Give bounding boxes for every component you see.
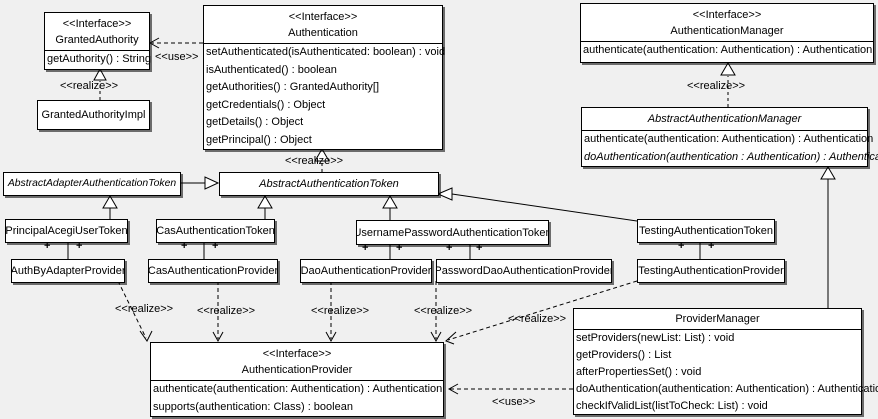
open-arrowhead-icon: [430, 331, 442, 343]
class-name: CasAuthenticationToken: [157, 225, 274, 237]
edge-label-realize: <<realize>>: [285, 155, 344, 167]
stereotype-label: <<Interface>>: [62, 18, 132, 30]
multiplicity-plus: +: [446, 242, 453, 254]
class-name: AbstractAdapterAuthenticationToken: [7, 178, 177, 189]
method: afterPropertiesSet() : void: [576, 366, 702, 378]
class-name: PrincipalAcegiUserToken: [6, 225, 127, 237]
edge-label-realize: <<realize>>: [508, 313, 567, 325]
class-password-dao-authentication-provider[interactable]: PasswordDaoAuthenticationProvider: [436, 259, 612, 283]
multiplicity-plus: +: [678, 240, 685, 252]
class-testing-authentication-provider[interactable]: TestingAuthenticationProvider: [637, 259, 785, 283]
open-arrowhead-icon: [212, 331, 224, 343]
class-name: TestingAuthenticationProvider: [638, 265, 784, 277]
class-name: GrantedAuthorityImpl: [41, 109, 146, 121]
method: getCredentials() : Object: [206, 98, 326, 111]
realize-edge-testingprovider: [447, 280, 638, 341]
stereotype-label: <<Interface>>: [692, 9, 762, 21]
class-name: GrantedAuthority: [55, 34, 139, 46]
edge-label-realize: <<realize>>: [414, 305, 473, 317]
method: getAuthority() : String: [47, 53, 151, 65]
class-name: ProviderManager: [675, 313, 760, 325]
class-principal-acegi-user-token[interactable]: PrincipalAcegiUserToken: [5, 219, 128, 243]
class-name: Authentication: [288, 27, 358, 39]
open-arrowhead-icon: [325, 331, 337, 343]
method: checkIfValidList(listToCheck: List) : vo…: [576, 400, 768, 412]
class-abstract-authentication-token[interactable]: AbstractAuthenticationToken: [219, 172, 439, 196]
hollow-triangle-icon: [436, 187, 453, 201]
open-arrowhead-icon: [445, 331, 457, 345]
class-abstract-adapter-authentication-token[interactable]: AbstractAdapterAuthenticationToken: [3, 172, 181, 196]
method: getAuthorities() : GrantedAuthority[]: [206, 81, 380, 93]
class-name: AuthByAdapterProvider: [12, 265, 124, 277]
class-abstract-authentication-manager[interactable]: AbstractAuthenticationManager authentica…: [581, 107, 878, 167]
hollow-triangle-icon: [820, 166, 836, 180]
class-provider-manager[interactable]: ProviderManager setProviders(newList: Li…: [573, 308, 878, 415]
class-auth-by-adapter-provider[interactable]: AuthByAdapterProvider: [11, 259, 125, 283]
multiplicity-plus: +: [708, 240, 715, 252]
edge-label-realize: <<realize>>: [311, 305, 370, 317]
class-name: TestingAuthenticationToken: [639, 225, 773, 237]
multiplicity-plus: +: [181, 240, 188, 252]
class-granted-authority-impl[interactable]: GrantedAuthorityImpl: [37, 100, 150, 130]
hollow-triangle-icon: [257, 195, 273, 209]
class-authentication-manager[interactable]: <<Interface>> AuthenticationManager auth…: [580, 3, 874, 63]
realize-edge-authbyadapter: [117, 280, 147, 339]
open-arrowhead-icon: [139, 330, 153, 342]
class-dao-authentication-provider[interactable]: DaoAuthenticationProvider: [300, 259, 432, 283]
hollow-triangle-icon: [314, 148, 330, 162]
generalization-edge-testing-token: [451, 193, 638, 222]
hollow-triangle-icon: [382, 195, 398, 209]
edge-label-realize: <<realize>>: [115, 303, 174, 315]
multiplicity-plus: +: [476, 242, 483, 254]
class-name: PasswordDaoAuthenticationProvider: [437, 265, 611, 277]
class-name: AuthenticationProvider: [241, 364, 353, 376]
edge-label-use: <<use>>: [492, 396, 536, 408]
method: isAuthenticated() : boolean: [206, 63, 337, 76]
class-cas-authentication-token[interactable]: CasAuthenticationToken: [156, 219, 275, 243]
method: setProviders(newList: List) : void: [576, 332, 735, 344]
class-authentication[interactable]: <<Interface>> Authentication setAuthenti…: [203, 5, 446, 150]
multiplicity-plus: +: [44, 240, 51, 252]
edge-label-use: <<use>>: [155, 51, 199, 63]
class-username-password-authentication-token[interactable]: UsernamePasswordAuthenticationToken: [356, 220, 549, 245]
multiplicity-plus: +: [362, 242, 369, 254]
class-name: CasAuthenticationProvider: [149, 265, 277, 277]
edge-label-realize: <<realize>>: [687, 80, 746, 92]
class-cas-authentication-provider[interactable]: CasAuthenticationProvider: [148, 259, 278, 283]
hollow-triangle-icon: [102, 195, 118, 209]
method: setAuthenticated(isAuthenticated: boolea…: [206, 46, 446, 58]
open-arrowhead-icon: [148, 37, 160, 49]
hollow-triangle-icon: [93, 67, 107, 81]
multiplicity-plus: +: [212, 240, 219, 252]
method: getDetails() : Object: [206, 116, 304, 128]
method: doAuthentication(authentication : Authen…: [584, 150, 878, 163]
method: authenticate(authentication: Authenticat…: [584, 133, 874, 145]
class-testing-authentication-token[interactable]: TestingAuthenticationToken: [637, 219, 775, 243]
class-authentication-provider[interactable]: <<Interface>> AuthenticationProvider aut…: [150, 342, 444, 417]
method: getPrincipal() : Object: [206, 133, 312, 146]
open-arrowhead-icon: [447, 383, 459, 395]
method: authenticate(authentication: Authenticat…: [583, 44, 873, 56]
edge-label-realize: <<realize>>: [197, 305, 256, 317]
multiplicity-plus: +: [396, 242, 403, 254]
class-name: AbstractAuthenticationToken: [259, 178, 399, 190]
stereotype-label: <<Interface>>: [288, 11, 358, 23]
edge-label-realize: <<realize>>: [60, 80, 119, 92]
method: doAuthentication(authentication: Authent…: [576, 383, 878, 395]
method: supports(authentication: Class) : boolea…: [153, 400, 353, 413]
hollow-triangle-icon: [720, 62, 736, 76]
class-name: AbstractAuthenticationManager: [647, 113, 802, 125]
class-granted-authority[interactable]: <<Interface>> GrantedAuthority getAuthor…: [44, 12, 151, 70]
class-name: AuthenticationManager: [670, 25, 784, 37]
multiplicity-plus: +: [76, 240, 83, 252]
method: authenticate(authentication: Authenticat…: [153, 383, 443, 395]
class-name: DaoAuthenticationProvider: [301, 265, 431, 277]
stereotype-label: <<Interface>>: [262, 348, 332, 360]
hollow-triangle-icon: [204, 176, 220, 190]
method: getProviders() : List: [576, 349, 672, 361]
class-name: UsernamePasswordAuthenticationToken: [357, 226, 548, 239]
